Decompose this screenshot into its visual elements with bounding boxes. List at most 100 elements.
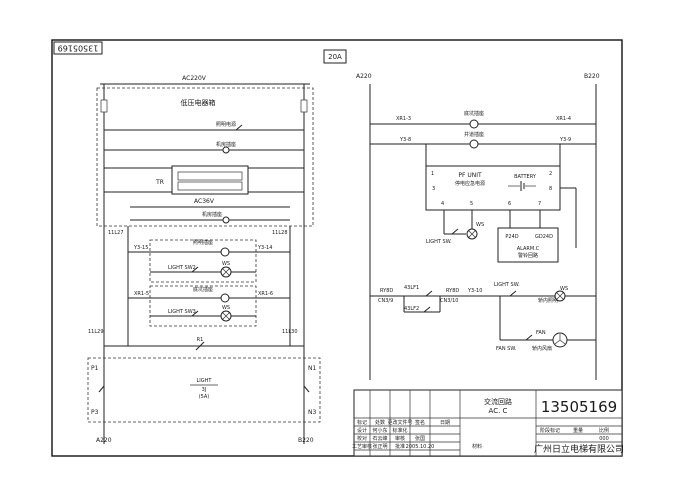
rotated-drawing-number: 13505169 — [58, 44, 99, 53]
pf-unit-cn: 停电应急电源 — [455, 180, 485, 187]
title-block-frame — [353, 389, 623, 457]
tb-review: 审核 — [395, 435, 405, 442]
ws-label-1: WS — [222, 261, 230, 267]
breaker-rating: (5A) — [199, 394, 210, 400]
n1-label: N1 — [308, 365, 316, 372]
y3-14-label: Y3-14 — [257, 245, 272, 251]
pf-pin-6: 6 — [508, 201, 511, 207]
terminal-11l29: 11L29 — [88, 329, 104, 335]
tb-count: 处数 — [375, 419, 385, 426]
light-label: LIGHT — [197, 378, 213, 384]
terminal-11l30: 11L30 — [282, 329, 298, 335]
socket-1-icon — [220, 247, 230, 257]
43lf1-contact — [425, 290, 433, 297]
tb-design: 设计 — [357, 427, 367, 434]
n-contact — [303, 385, 310, 393]
sheet-tag-box — [323, 49, 347, 64]
car-light-sw-label: LIGHT SW. — [494, 282, 520, 288]
xr1-3-label: XR1-3 — [396, 116, 411, 122]
company-name: 广州日立电梯有限公司 — [534, 443, 624, 455]
tb-sheet-no: 000 — [599, 436, 609, 442]
p1-label: P1 — [91, 365, 99, 372]
left-a220: A220 — [96, 437, 112, 444]
top-cn: 底坑插座 — [464, 110, 484, 117]
light-sw2-label: LIGHT SW2. — [168, 265, 198, 271]
r1-contact — [195, 341, 205, 351]
right-b220: B220 — [584, 73, 600, 80]
light-sw2-switch — [191, 266, 199, 273]
43lf1-label: 43LF1 — [404, 285, 419, 291]
left-panel: AC220V 低压电器箱 照明电源 机房插座 TR AC36V 机房插座 — [87, 75, 321, 444]
tb-sign: 签名 — [415, 419, 425, 426]
ws-label-2: WS — [222, 305, 230, 311]
pf-unit-box — [425, 165, 561, 211]
cabinet-box — [96, 87, 314, 227]
light-switch-box — [87, 357, 321, 423]
y3-8-label: Y3-8 — [399, 137, 411, 143]
alarm-cn: 警铃回路 — [518, 252, 538, 259]
light-group-2 — [149, 285, 257, 327]
tb-mark: 标记 — [357, 419, 367, 426]
row2-socket-icon — [222, 146, 230, 154]
tb-approve-date: 2005.10.20 — [406, 444, 435, 450]
y3-10-label: Y3-10 — [467, 288, 482, 294]
pf-pin-3: 3 — [432, 186, 435, 192]
pf-unit-label: PF UNIT — [458, 172, 482, 179]
pf-pin-2: 2 — [549, 171, 552, 177]
r1-label: R1 — [197, 337, 204, 343]
pf-pin-1: 1 — [431, 171, 434, 177]
shaft-socket-icon — [469, 139, 479, 149]
tb-reviewer: 张国 — [415, 435, 425, 442]
car-lamp-cn: 轿内照明 — [538, 297, 558, 304]
light-sw3-label: LIGHT SW3. — [168, 309, 198, 315]
transformer-label: TR — [155, 179, 164, 186]
light-group-1 — [149, 239, 257, 283]
tb-process: 工艺审核 — [352, 443, 372, 450]
tb-standard: 标准化 — [392, 427, 407, 434]
pf-pin-7: 7 — [538, 201, 541, 207]
tb-change: 更改文件号 — [387, 419, 412, 426]
ry8d-label-1: RY8D — [380, 288, 393, 294]
row2-label: 机房插座 — [216, 141, 236, 148]
pf-pin-5: 5 — [470, 201, 473, 207]
pf-light-switch — [451, 228, 459, 235]
fan-sw-label: FAN SW. — [496, 346, 517, 352]
pf-ws-label: WS — [476, 222, 484, 228]
p24d-label: P24D — [505, 234, 518, 240]
pf-light-sw-label: LIGHT SW. — [426, 239, 452, 245]
breaker-left — [100, 99, 108, 113]
row3-socket-icon — [222, 216, 230, 224]
tb-checker: 石云峰 — [372, 435, 387, 442]
car-light-switch — [509, 290, 517, 297]
tb-stage: 阶段标记 — [540, 427, 560, 434]
supply-label: AC220V — [182, 75, 207, 82]
cabinet-label: 低压电器箱 — [181, 98, 216, 107]
xr1-4-label: XR1-4 — [556, 116, 571, 122]
row3-label: 机房插座 — [202, 211, 222, 218]
car-ws-label: WS — [560, 286, 568, 292]
fan-label: FAN — [536, 330, 546, 336]
alarm-box — [497, 227, 559, 263]
ac36-label: AC36V — [194, 198, 215, 205]
cn3-10-label: CN3/10 — [440, 298, 458, 304]
tb-process-name: 张正明 — [372, 443, 387, 450]
row1-switch — [235, 124, 243, 131]
tb-check: 校对 — [357, 435, 367, 442]
tb-approve: 批准 — [395, 443, 405, 450]
tb-weight: 重量 — [573, 427, 583, 434]
pit-socket-icon — [469, 119, 479, 129]
title-cn: 交流回路 — [484, 397, 512, 406]
tb-date: 日期 — [440, 420, 450, 426]
fan-switch — [525, 334, 533, 341]
pf-pin-8: 8 — [549, 186, 552, 192]
xr1-5-label: XR1-5 — [134, 291, 149, 297]
left-b220: B220 — [298, 437, 314, 444]
tb-material: 材料 — [472, 443, 482, 450]
ry8d-label-2: RY8D — [446, 288, 459, 294]
row1-label: 照明电源 — [216, 121, 236, 128]
p-contact — [98, 385, 105, 393]
title-block: 交流回路 AC. C 13505169 广州日立电梯有限公司 标记 处数 更改文… — [352, 389, 624, 457]
breaker-3j: 3J — [202, 387, 207, 393]
right-a220: A220 — [356, 73, 372, 80]
